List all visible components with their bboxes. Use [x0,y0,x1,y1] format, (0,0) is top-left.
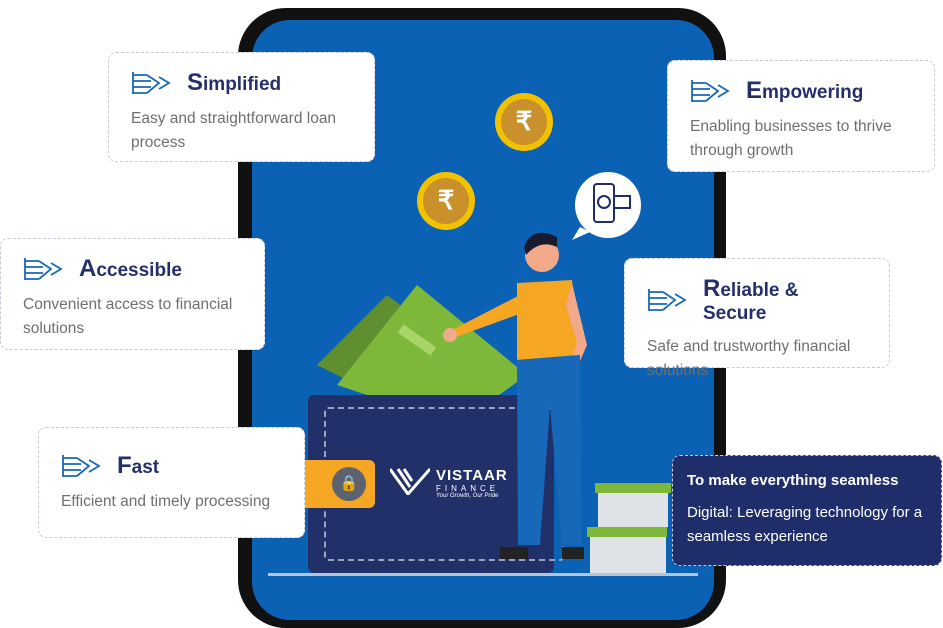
arrows-merge-icon [132,72,171,94]
feature-card-empowering: Empowering Enabling businesses to thrive… [667,60,935,172]
rupee-coin: ₹ [495,93,553,151]
feature-title-initial: S [187,69,204,96]
boxes-illustration [587,483,671,573]
feature-title-initial: A [79,255,97,282]
arrows-merge-icon [691,80,730,102]
feature-desc: Safe and trustworthy financial solutions [647,338,851,379]
brand-name: VISTAAR [436,467,508,484]
cash-notes-illustration [317,285,527,425]
brand-tagline: Your Growth, Our Pride [436,493,499,499]
feature-title-initial: E [746,77,763,104]
feature-card-reliable-secure: Reliable & Secure Safe and trustworthy f… [624,258,890,379]
brand-logo: VISTAAR FINANCE Your Growth, Our Pride [390,467,508,499]
feature-title: ccessible [96,260,182,281]
arrows-merge-icon [62,455,101,477]
feature-card-accessible: Accessible Convenient access to financia… [0,238,265,350]
brand-sub: FINANCE [436,484,500,493]
wallet-clasp: 🔒 [302,460,375,508]
feature-desc: Efficient and timely processing [61,493,271,510]
rupee-icon: ₹ [500,98,548,146]
feature-title-initial: F [117,452,132,479]
rupee-coin: ₹ [417,172,475,230]
feature-title: eliable & Secure [702,280,799,324]
rupee-icon: ₹ [422,177,470,225]
highlight-card-digital: To make everything seamless Digital: Lev… [672,455,942,566]
feature-desc: Convenient access to financial solutions [23,296,233,337]
phone-payment-bubble-icon [572,172,641,240]
highlight-desc: Digital: Leveraging technology for a sea… [687,504,923,545]
arrows-merge-icon [24,258,63,280]
feature-card-fast: Fast Efficient and timely processing [38,427,305,538]
feature-title: ast [131,457,160,478]
feature-card-simplified: Simplified Easy and straightforward loan… [108,52,375,162]
feature-title-initial: R [702,275,721,302]
arrows-merge-icon [648,289,687,311]
person-illustration [443,232,587,559]
lock-icon: 🔒 [332,467,366,501]
feature-desc: Easy and straightforward loan process [131,110,337,151]
highlight-title: To make everything seamless [687,472,899,489]
feature-title: mpowering [762,82,864,103]
floor-line [268,573,698,576]
feature-desc: Enabling businesses to thrive through gr… [690,118,892,159]
feature-title: implified [203,74,282,95]
